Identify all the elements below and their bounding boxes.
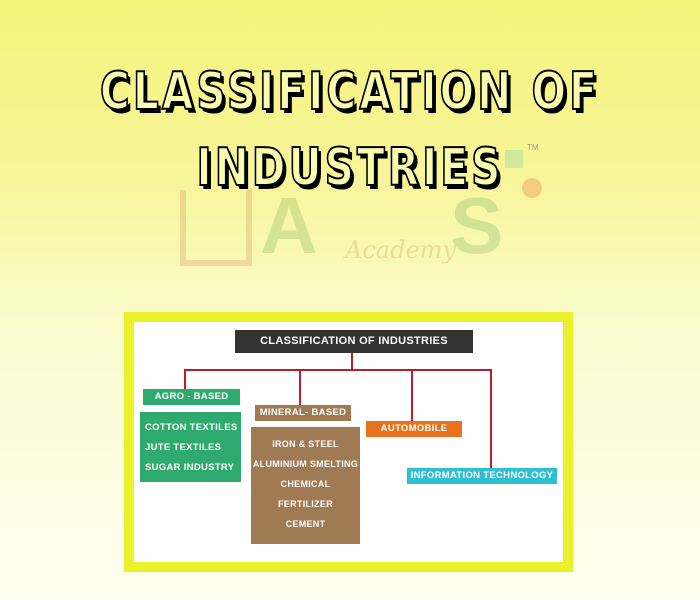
- list-item: ALUMINIUM SMELTING: [252, 459, 359, 469]
- page-title-line1: CLASSIFICATION OF: [99, 61, 601, 123]
- connector-horizontal: [184, 369, 492, 371]
- list-item: CEMENT: [285, 519, 326, 529]
- logo-square-icon: [505, 150, 523, 168]
- list-item: IRON & STEEL: [272, 439, 339, 449]
- list-item: JUTE TEXTILES: [145, 442, 222, 453]
- connector-agro: [184, 369, 186, 389]
- page-title-line2: INDUSTRIES: [196, 137, 504, 199]
- information-technology-node: INFORMATION TECHNOLOGY: [407, 468, 557, 484]
- list-item: FERTILIZER: [278, 499, 333, 509]
- mineral-based-header: MINERAL- BASED: [255, 405, 351, 421]
- automobile-node: AUTOMOBILE: [366, 421, 462, 437]
- logo-circle-icon: [522, 178, 542, 198]
- connector-mineral: [299, 369, 301, 405]
- list-item: COTTON TEXTILES: [145, 422, 238, 433]
- connector-it: [490, 369, 492, 468]
- root-node: CLASSIFICATION OF INDUSTRIES: [235, 330, 473, 353]
- mineral-based-list: IRON & STEEL ALUMINIUM SMELTING CHEMICAL…: [251, 427, 360, 544]
- connector-automobile: [411, 369, 413, 421]
- book-icon: [180, 190, 252, 266]
- connector-root: [351, 352, 353, 370]
- list-item: SUGAR INDUSTRY: [145, 462, 235, 473]
- trademark-mark: TM: [527, 143, 539, 152]
- list-item: CHEMICAL: [280, 479, 331, 489]
- agro-based-header: AGRO - BASED: [143, 389, 240, 405]
- agro-based-list: COTTON TEXTILES JUTE TEXTILES SUGAR INDU…: [140, 412, 241, 482]
